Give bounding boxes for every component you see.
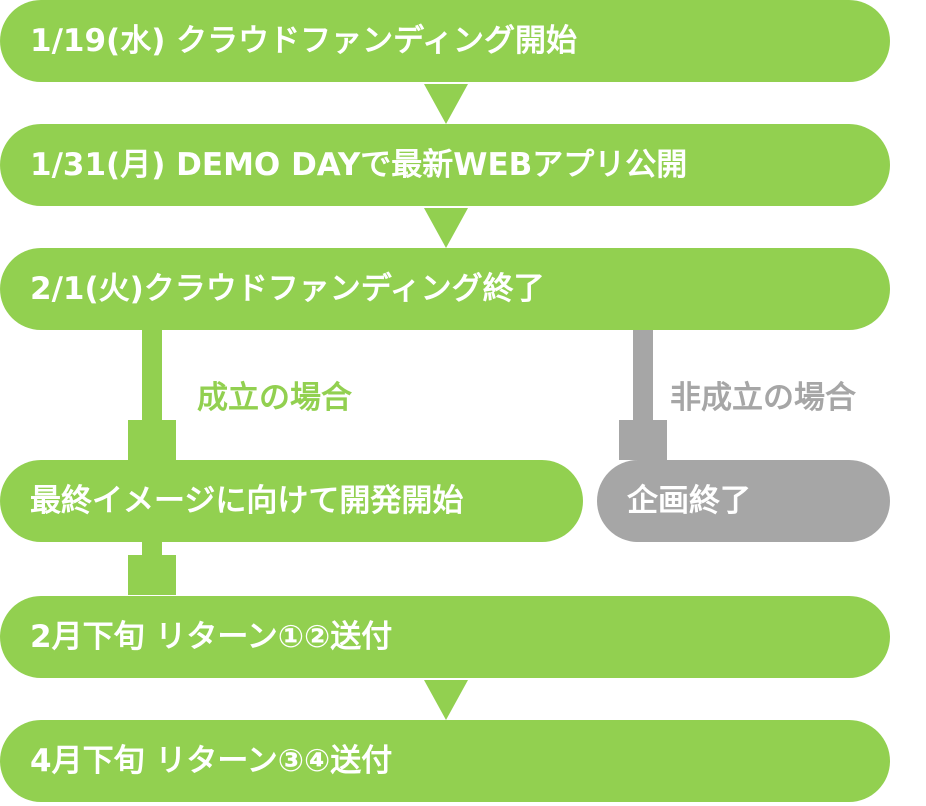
success-branch-label: 成立の場合 <box>197 380 352 416</box>
flow-arrow-2 <box>424 208 468 248</box>
step-dev-start-label: 最終イメージに向けて開発開始 <box>30 483 464 519</box>
step-return-34-label: 4月下旬 リターン③④送付 <box>30 743 393 779</box>
dev-arrow-shaft <box>142 542 162 556</box>
step-demo-day: 1/31(月) DEMO DAYで最新WEBアプリ公開 <box>0 124 890 206</box>
success-arrow-shaft <box>142 330 162 422</box>
step-dev-start: 最終イメージに向けて開発開始 <box>0 460 583 542</box>
success-arrow-head <box>128 420 176 460</box>
step-return-12: 2月下旬 リターン①②送付 <box>0 596 890 678</box>
step-demo-day-label: 1/31(月) DEMO DAYで最新WEBアプリ公開 <box>30 147 688 183</box>
step-project-end: 企画終了 <box>597 460 890 542</box>
failure-arrow-shaft <box>633 330 653 422</box>
step-project-end-label: 企画終了 <box>627 483 751 519</box>
flow-arrow-1 <box>424 84 468 124</box>
step-crowdfunding-start: 1/19(水) クラウドファンディング開始 <box>0 0 890 82</box>
failure-branch-label: 非成立の場合 <box>670 380 856 416</box>
flow-arrow-5 <box>424 680 468 720</box>
step-return-34: 4月下旬 リターン③④送付 <box>0 720 890 802</box>
dev-arrow-head <box>128 555 176 595</box>
step-crowdfunding-start-label: 1/19(水) クラウドファンディング開始 <box>30 23 577 59</box>
step-return-12-label: 2月下旬 リターン①②送付 <box>30 619 393 655</box>
failure-arrow-head <box>619 420 667 460</box>
step-crowdfunding-end-label: 2/1(火)クラウドファンディング終了 <box>30 271 545 307</box>
step-crowdfunding-end: 2/1(火)クラウドファンディング終了 <box>0 248 890 330</box>
